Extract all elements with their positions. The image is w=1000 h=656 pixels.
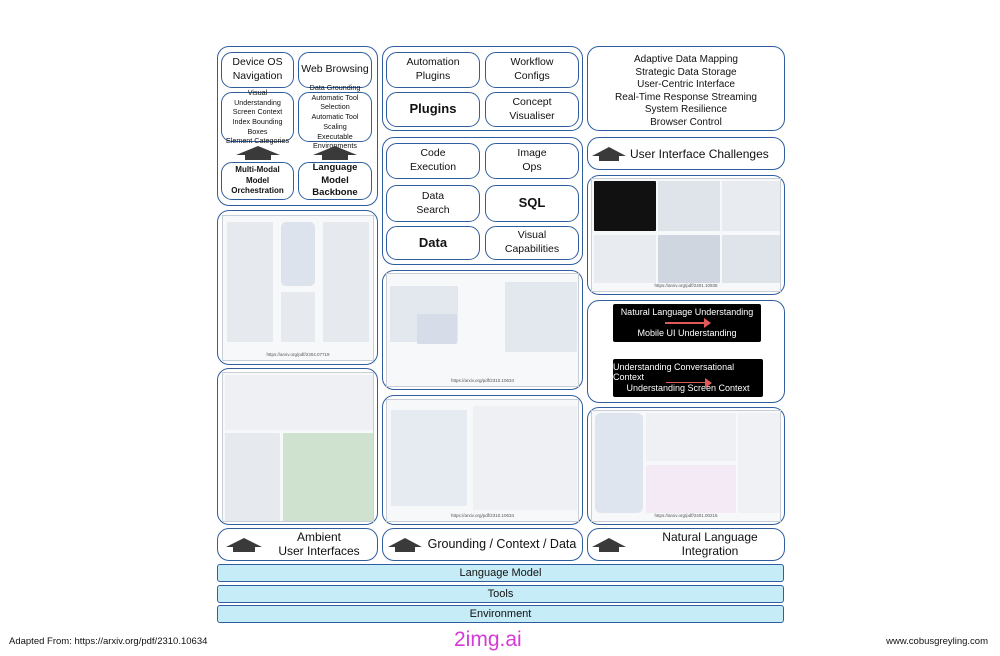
text-block: [227, 222, 273, 342]
product-thumbnail: [658, 181, 720, 231]
phone-mockup-icon: [281, 222, 315, 286]
col1-footer-panel: [217, 528, 378, 561]
shortcuts-screenshot: https://arxiv.org/pdf/2401.00216: [591, 410, 781, 522]
capability-item: User-Centric Interface: [637, 79, 735, 90]
environment-bar: Environment: [217, 605, 784, 623]
language-model-backbone-box: Language Model Backbone: [298, 162, 372, 200]
architecture-thumbnail: [505, 282, 577, 352]
device-os-navigation-box: Device OS Navigation: [221, 52, 294, 88]
tasks-overview: [738, 413, 780, 513]
product-thumbnail: [722, 181, 780, 231]
adapted-from-text: Adapted From: https://arxiv.org/pdf/2310…: [9, 636, 208, 647]
capability-item: System Resilience: [644, 104, 728, 115]
data-agent-screenshot: https://arxiv.org/pdf/2310.10634: [386, 399, 579, 522]
workflow-configs-box: Workflow Configs: [485, 52, 579, 88]
ambient-ui-label: Ambient User Interfaces: [278, 530, 360, 559]
ui-challenges-label: User Interface Challenges: [630, 147, 769, 161]
visual-understanding-list: Visual Understanding Screen Context Inde…: [221, 88, 294, 145]
capability-item: Strategic Data Storage: [635, 66, 737, 78]
tools-bar: Tools: [217, 585, 784, 603]
data-grounding-list: Data Grounding Automatic Tool Selection …: [298, 83, 372, 150]
data-search-box: Data Search: [386, 185, 480, 222]
data-agent-diagram: [391, 410, 467, 506]
product-thumbnail: [722, 235, 780, 283]
context-understanding-block: Understanding Conversational Context Und…: [613, 359, 763, 397]
brand-watermark: 2img.ai: [454, 628, 522, 651]
nl-understanding-label: Natural Language Understanding: [620, 307, 754, 317]
grounding-context-data-label: Grounding / Context / Data: [427, 537, 577, 551]
screenshot-caption: https://arxiv.org/pdf/2401.00216: [654, 513, 718, 518]
right-arrow-icon: [666, 378, 712, 388]
screen-context-label: Understanding Screen Context: [626, 383, 750, 393]
automation-plugins-box: Automation Plugins: [386, 52, 480, 88]
screenshot-caption: https://arxiv.org/pdf/2401.10935: [654, 283, 718, 288]
capability-item: Browser Control: [650, 116, 722, 128]
visual-capabilities-box: Visual Capabilities: [485, 226, 579, 260]
chat-transcript: [473, 406, 577, 510]
text-block: [281, 292, 315, 342]
chat-thumbnail: [417, 314, 457, 344]
capability-item: Real-Time Response Streaming: [615, 91, 757, 103]
vision-pro-steps-screenshot: https://arxiv.org/pdf/2401.10935: [591, 178, 781, 292]
phone-mockup-icon: [595, 413, 643, 513]
language-agents-screenshot: https://arxiv.org/pdf/2310.10634: [386, 273, 579, 387]
plugins-box: Plugins: [386, 92, 480, 127]
map-image: [283, 433, 373, 521]
nl-understanding-block: Natural Language Understanding Mobile UI…: [613, 304, 761, 342]
image-ops-box: Image Ops: [485, 143, 579, 179]
capability-item: Adaptive Data Mapping: [634, 54, 738, 65]
product-thumbnail: [594, 235, 656, 283]
mobile-tasks-screenshot: https://arxiv.org/pdf/2304.07719: [222, 215, 374, 361]
product-thumbnail: [594, 181, 656, 231]
concept-visualiser-box: Concept Visualiser: [485, 92, 579, 127]
capabilities-list: Adaptive Data Mapping Strategic Data Sto…: [587, 54, 785, 129]
mobile-ui-understanding-label: Mobile UI Understanding: [637, 328, 737, 338]
code-block: [646, 465, 736, 513]
col3-capabilities-panel: [587, 46, 785, 131]
screenshot-caption: https://arxiv.org/pdf/2304.07719: [266, 352, 330, 357]
natural-language-integration-label: Natural Language Integration: [662, 530, 758, 559]
multimodal-orchestration-box: Multi-Modal Model Orchestration: [221, 162, 294, 200]
text-block: [323, 222, 369, 342]
conversational-context-label: Understanding Conversational Context: [613, 362, 735, 382]
code-execution-box: Code Execution: [386, 143, 480, 179]
map-screenshot: [222, 372, 374, 522]
ui-thumbnail: [225, 433, 280, 521]
data-box: Data: [386, 226, 480, 260]
screenshot-caption: https://arxiv.org/pdf/2310.10634: [451, 378, 514, 383]
site-url-text: www.cobusgreyling.com: [886, 636, 988, 647]
language-model-bar: Language Model: [217, 564, 784, 582]
screenshot-caption: https://arxiv.org/pdf/2310.10634: [451, 513, 514, 518]
code-block: [646, 413, 736, 461]
right-arrow-icon: [665, 317, 711, 328]
code-block: [225, 375, 373, 430]
product-thumbnail: [658, 235, 720, 283]
web-browsing-box: Web Browsing: [298, 52, 372, 88]
sql-box: SQL: [485, 185, 579, 222]
